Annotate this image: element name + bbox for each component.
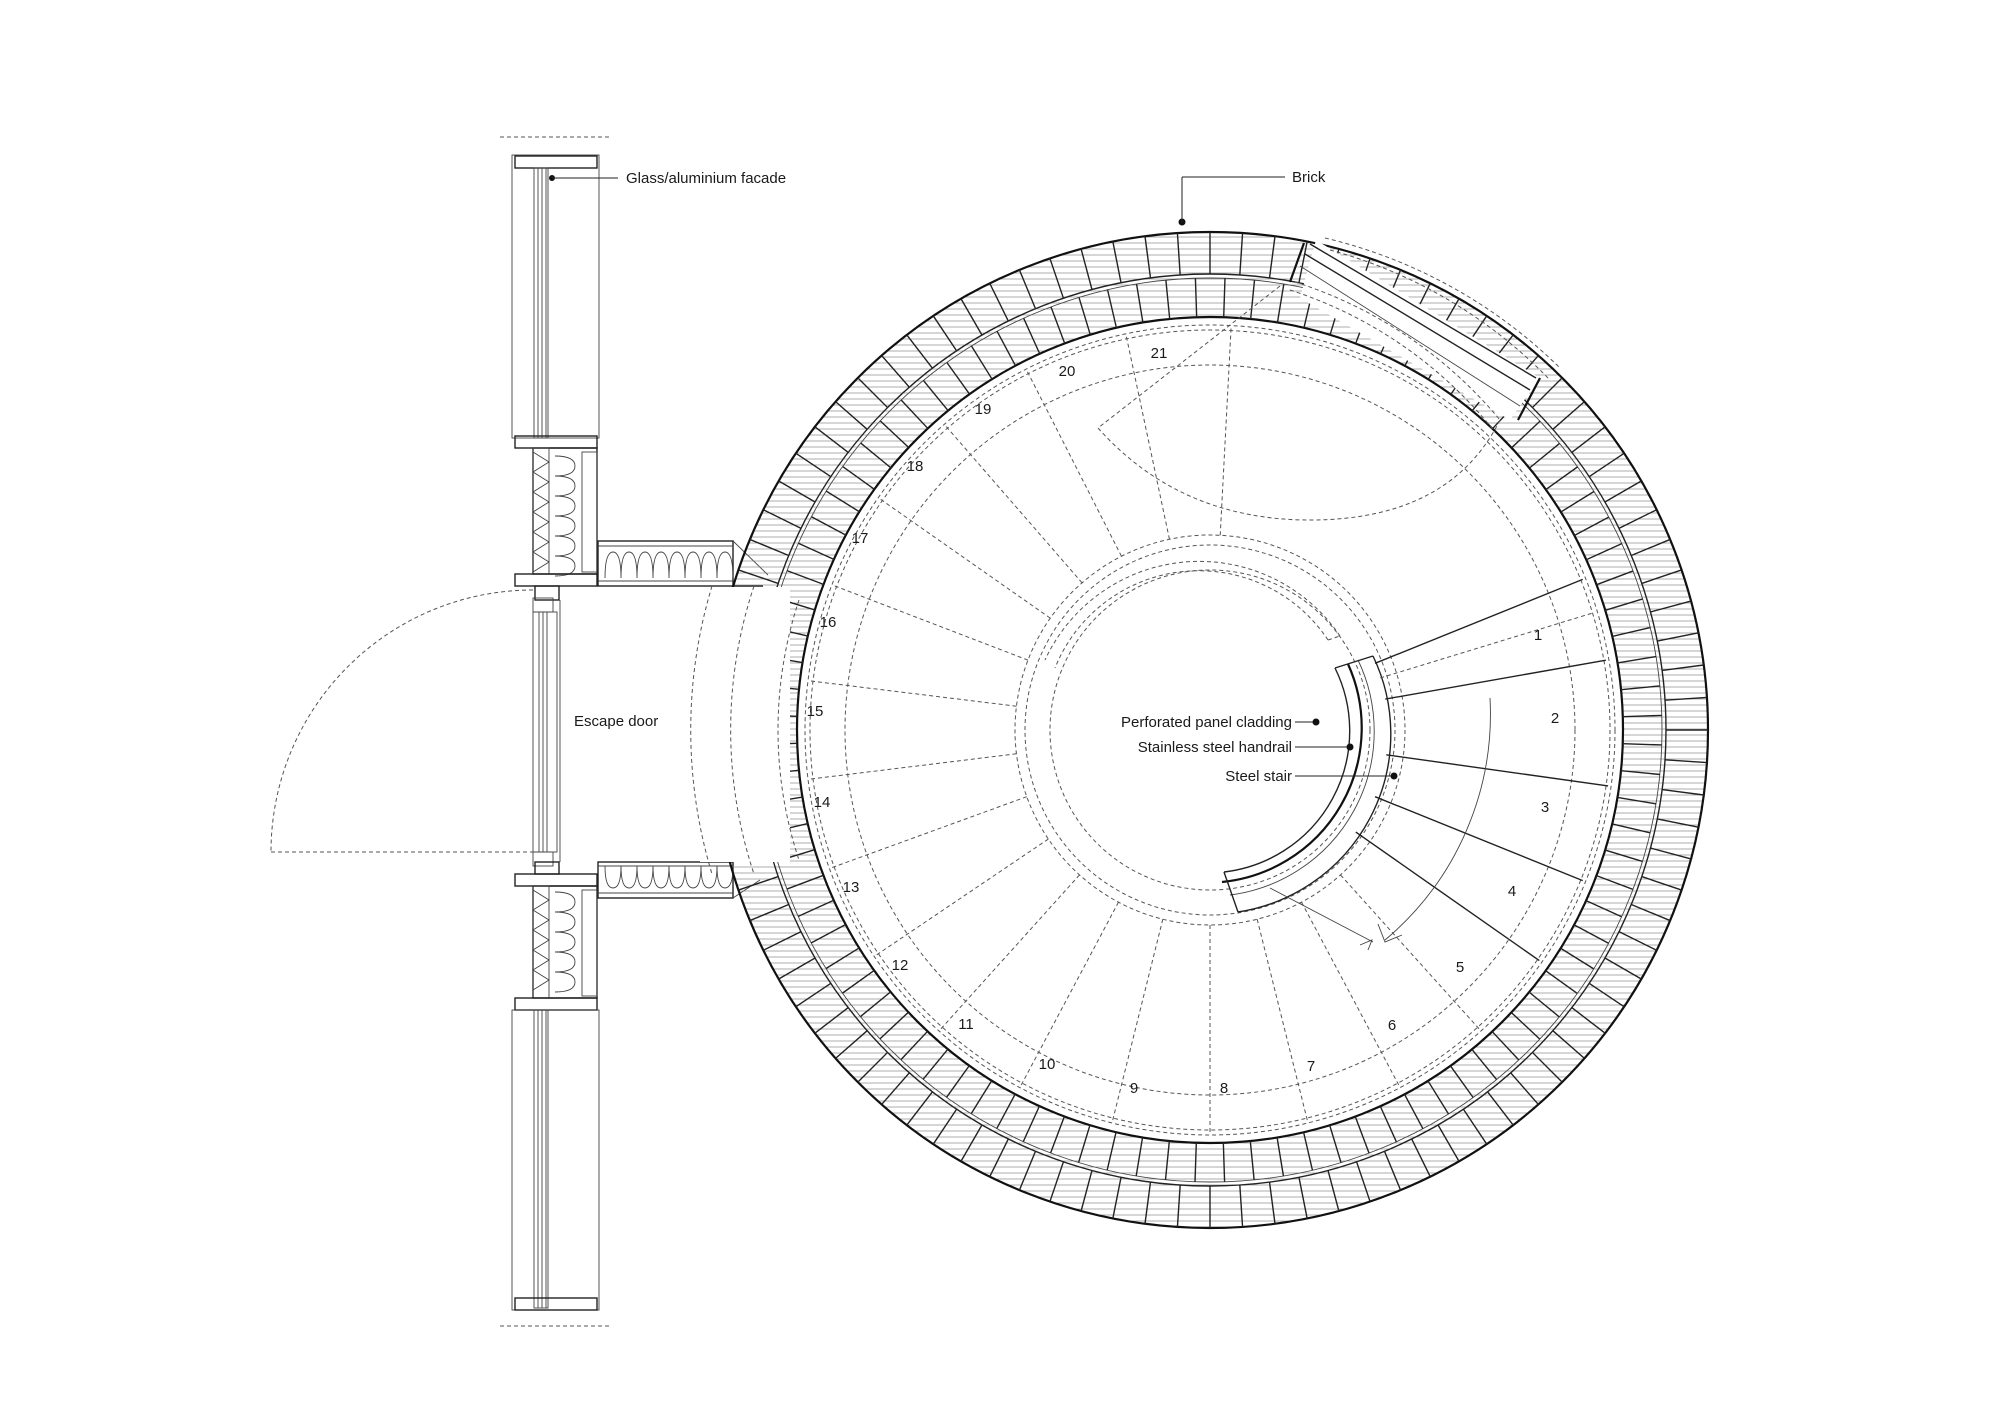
step-number-10: 10: [1039, 1056, 1056, 1073]
step-number-6: 6: [1388, 1017, 1396, 1034]
annotation-cladding: Perforated panel cladding: [1121, 714, 1320, 731]
escape-door-label: Escape door: [574, 713, 658, 730]
stair-circles: [804, 324, 1616, 1136]
step-number-11: 11: [958, 1016, 974, 1033]
step-number-16: 16: [820, 614, 837, 631]
escape-door-swing: [270, 589, 534, 853]
step-number-20: 20: [1059, 363, 1076, 380]
step-number-15: 15: [807, 703, 824, 720]
step-number-18: 18: [907, 458, 924, 475]
step-number-2: 2: [1551, 710, 1559, 727]
annotation-handrail: Stainless steel handrail: [1138, 739, 1354, 756]
annotation-facade: Glass/aluminium facade: [549, 170, 786, 187]
annotation-brick: Brick: [1178, 169, 1326, 226]
step-number-19: 19: [975, 401, 992, 418]
stair-treads: [810, 328, 1609, 1132]
landing-door-swing: [1097, 285, 1501, 521]
step-number-1: 1: [1534, 627, 1542, 644]
step-number-17: 17: [852, 530, 869, 547]
step-number-8: 8: [1220, 1080, 1228, 1097]
step-number-7: 7: [1307, 1058, 1315, 1075]
insulated-wall-panel-lower: [514, 873, 598, 1011]
stair-direction-arrow: [1269, 697, 1491, 951]
step-number-3: 3: [1541, 799, 1549, 816]
window-frame: [1288, 237, 1561, 433]
perforated-cladding-core: [1044, 560, 1392, 913]
step-number-13: 13: [843, 879, 860, 896]
steel-stair-label: Steel stair: [1225, 768, 1292, 785]
annotation-steel-stair: Steel stair: [1225, 768, 1398, 785]
step-number-5: 5: [1456, 959, 1464, 976]
brick-label: Brick: [1292, 169, 1326, 186]
ring-edges: [690, 237, 1561, 875]
handrail-label: Stainless steel handrail: [1138, 739, 1292, 756]
facade-label: Glass/aluminium facade: [626, 170, 786, 187]
cladding-label: Perforated panel cladding: [1121, 714, 1292, 731]
glass-aluminium-facade: [500, 136, 610, 1327]
step-number-4: 4: [1508, 883, 1516, 900]
step-number-9: 9: [1130, 1080, 1138, 1097]
corridor-wall-lower: [597, 861, 761, 899]
insulated-wall-panel-upper: [514, 447, 598, 587]
ring-openings: [700, 240, 1540, 862]
step-number-12: 12: [892, 957, 909, 974]
step-number-21: 21: [1151, 345, 1168, 362]
step-number-14: 14: [814, 794, 831, 811]
